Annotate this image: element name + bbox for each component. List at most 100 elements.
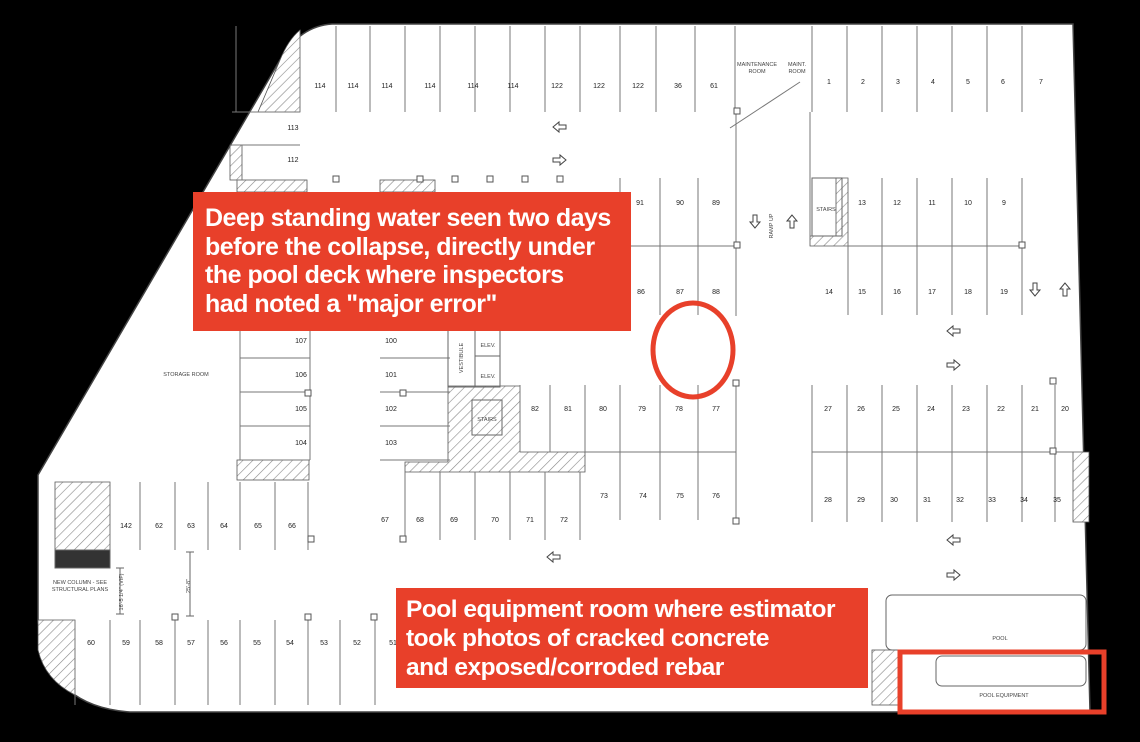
space-number: 31 (923, 497, 931, 504)
space-number: 71 (526, 517, 534, 524)
room-labels: MAINTENANCE ROOM MAINT. ROOM STORAGE ROO… (52, 62, 1029, 699)
pool-equipment-highlight (897, 649, 1107, 715)
space-number: 70 (491, 517, 499, 524)
space-number: 20 (1061, 406, 1069, 413)
space-number: 114 (347, 83, 358, 90)
room-label: STAIRS (816, 207, 836, 213)
space-number: 23 (962, 406, 970, 413)
space-number: 107 (295, 338, 307, 345)
room-label: ROOM (748, 69, 766, 75)
callout-line: and exposed/corroded rebar (406, 654, 724, 681)
space-number: 24 (927, 406, 935, 413)
space-number: 77 (712, 406, 720, 413)
space-number: 74 (639, 493, 647, 500)
space-number: 28 (824, 497, 832, 504)
space-number: 69 (450, 517, 458, 524)
space-number: 104 (295, 440, 307, 447)
space-number: 18 (964, 289, 972, 296)
room-label: NEW COLUMN - SEE (53, 580, 107, 586)
space-number: 35 (1053, 497, 1061, 504)
room-label: STAIRS (477, 417, 497, 423)
room-label: VESTIBULE (459, 343, 465, 374)
space-number: 114 (507, 83, 518, 90)
space-number: 81 (564, 406, 572, 413)
arrow-right-icon (946, 568, 961, 582)
dimension-label: 25'-8" (186, 579, 192, 593)
space-number: 30 (890, 497, 898, 504)
space-number: 105 (295, 406, 307, 413)
space-number: 33 (988, 497, 996, 504)
room-label: POOL EQUIPMENT (979, 693, 1029, 699)
arrow-right-icon (946, 358, 961, 372)
room-label: STRUCTURAL PLANS (52, 587, 109, 593)
callout-line: Deep standing water seen two days (205, 204, 611, 232)
space-number: 91 (636, 200, 644, 207)
room-label: ELEV. (480, 343, 496, 349)
arrow-left-icon (946, 324, 961, 338)
space-number: 122 (632, 83, 644, 90)
space-number: 59 (122, 640, 130, 647)
space-number: 3 (896, 79, 900, 86)
arrow-left-icon (552, 120, 567, 134)
room-label: ELEV. (480, 374, 496, 380)
space-number: 9 (1002, 200, 1006, 207)
space-number: 122 (593, 83, 605, 90)
space-number: 52 (353, 640, 361, 647)
space-numbers: 114 114 114 114 114 114 122 122 122 36 6… (87, 79, 1069, 647)
space-number: 67 (381, 517, 389, 524)
space-number: 54 (286, 640, 294, 647)
callout-line: the pool deck where inspectors (205, 261, 564, 289)
space-number: 90 (676, 200, 684, 207)
room-label: STORAGE ROOM (163, 372, 209, 378)
space-number: 15 (858, 289, 866, 296)
space-number: 89 (712, 200, 720, 207)
space-number: 80 (599, 406, 607, 413)
space-number: 73 (600, 493, 608, 500)
space-number: 1 (827, 79, 831, 86)
arrow-right-icon (552, 153, 567, 167)
dimension-label: 16'-5 1/4" (VIF) (119, 573, 125, 610)
room-label: ROOM (788, 69, 806, 75)
space-number: 100 (385, 338, 397, 345)
arrow-down-icon (1028, 282, 1042, 297)
space-number: 86 (637, 289, 645, 296)
stall-lines (74, 26, 1075, 705)
space-number: 82 (531, 406, 539, 413)
arrow-up-icon (1058, 282, 1072, 297)
space-number: 64 (220, 523, 228, 530)
space-number: 102 (385, 406, 397, 413)
space-number: 61 (710, 83, 718, 90)
space-number: 2 (861, 79, 865, 86)
space-number: 66 (288, 523, 296, 530)
arrow-up-icon (785, 214, 799, 229)
space-number: 22 (997, 406, 1005, 413)
space-number: 55 (253, 640, 261, 647)
space-number: 12 (893, 200, 901, 207)
space-number: 29 (857, 497, 865, 504)
space-number: 114 (424, 83, 435, 90)
space-number: 4 (931, 79, 935, 86)
space-number: 78 (675, 406, 683, 413)
space-number: 58 (155, 640, 163, 647)
space-number: 114 (467, 83, 478, 90)
arrow-left-icon (946, 533, 961, 547)
space-number: 6 (1001, 79, 1005, 86)
space-number: 11 (928, 200, 935, 207)
callout-line: before the collapse, directly under (205, 232, 595, 261)
standing-water-callout: Deep standing water seen two days before… (193, 192, 631, 331)
space-number: 114 (314, 83, 325, 90)
room-label: MAINT. (788, 62, 807, 68)
space-number: 101 (385, 372, 397, 379)
space-number: 68 (416, 517, 424, 524)
space-number: 16 (893, 289, 901, 296)
space-number: 19 (1000, 289, 1008, 296)
space-number: 76 (712, 493, 720, 500)
arrow-down-icon (748, 214, 762, 229)
space-number: 88 (712, 289, 720, 296)
space-number: 5 (966, 79, 970, 86)
space-number: 32 (956, 497, 964, 504)
space-number: 106 (295, 372, 307, 379)
callout-line: had noted a "major error" (205, 289, 497, 318)
space-number: 79 (638, 406, 646, 413)
pool-equipment-callout: Pool equipment room where estimator took… (396, 588, 868, 688)
